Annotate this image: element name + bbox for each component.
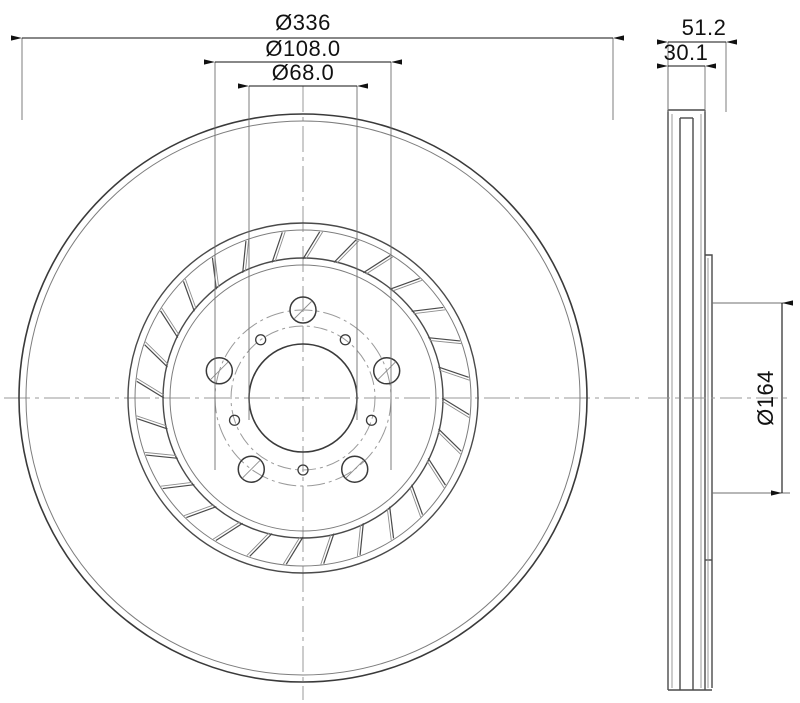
- cooling-vane: [144, 451, 177, 457]
- cooling-vane: [246, 532, 270, 556]
- vane-ring-outer-inner-circle: [134, 229, 472, 567]
- cooling-vane: [249, 533, 273, 557]
- cooling-vane: [211, 257, 217, 290]
- cooling-vane: [409, 486, 422, 518]
- front-view-centerlines: [4, 86, 640, 700]
- bolt-hole: [237, 455, 266, 483]
- cooling-vane: [160, 481, 193, 487]
- cooling-vane: [320, 534, 332, 565]
- cooling-vane: [215, 522, 244, 541]
- small-hole: [365, 414, 378, 426]
- cooling-vane: [365, 256, 394, 275]
- dimension-bolt-circle: Ø108.0: [204, 36, 402, 470]
- vane-ring-inner-inner-circle: [169, 264, 437, 532]
- cooling-vane: [136, 377, 165, 396]
- cooling-vane: [160, 310, 179, 339]
- bolt-hole: [372, 357, 401, 385]
- cooling-vane: [428, 337, 461, 342]
- small-holes-group: [228, 334, 378, 476]
- cooling-vane: [413, 309, 446, 315]
- cooling-vane: [389, 506, 395, 539]
- cooling-vane: [182, 281, 195, 312]
- disc-outer-edge: [18, 113, 588, 683]
- cooling-vanes-group: [136, 231, 470, 565]
- dimension-label-hat-depth: 30.1: [664, 40, 709, 65]
- disc-friction-face-edge: [25, 120, 581, 676]
- bolt-hole-section-mark: [345, 459, 365, 479]
- cooling-vane: [285, 536, 304, 565]
- cooling-vane: [145, 341, 169, 365]
- small-hole: [297, 464, 309, 476]
- cooling-vane: [359, 523, 364, 556]
- bolt-hole: [205, 357, 234, 385]
- dimension-label-bolt-circle: Ø108.0: [265, 36, 340, 61]
- cooling-vane: [145, 454, 178, 459]
- cooling-vane: [212, 521, 241, 540]
- cooling-vane: [441, 400, 470, 419]
- cooling-vane: [302, 231, 321, 260]
- side-hat-step-top: [705, 254, 713, 688]
- front-view: [18, 113, 588, 683]
- cooling-vane: [427, 457, 446, 486]
- cooling-vane: [136, 415, 167, 427]
- cooling-vane: [144, 344, 168, 368]
- cooling-vane: [391, 279, 423, 292]
- bolt-hole-section-mark: [377, 361, 397, 381]
- cooling-vane: [333, 239, 357, 263]
- dimension-label-hub-diameter: Ø164: [753, 370, 778, 426]
- side-section-view: [667, 109, 713, 691]
- bolt-hole: [289, 296, 317, 324]
- cooling-vane: [136, 380, 165, 399]
- cooling-vane: [356, 524, 362, 557]
- cooling-vane: [282, 536, 301, 565]
- cooling-vane: [137, 418, 168, 430]
- dimension-outer-diameter: Ø336: [11, 10, 624, 120]
- cooling-vane: [426, 460, 445, 489]
- bolt-hole-section-mark: [209, 361, 229, 381]
- cooling-vane: [411, 306, 444, 312]
- cooling-vane: [336, 240, 360, 264]
- cooling-vane: [441, 397, 470, 416]
- dimension-label-outer-diameter: Ø336: [275, 10, 331, 35]
- dimension-label-center-bore: Ø68.0: [272, 60, 334, 85]
- cooling-vane: [389, 277, 420, 290]
- cooling-vane: [184, 278, 197, 310]
- dimension-center-bore: Ø68.0: [238, 60, 368, 420]
- cooling-vane: [439, 369, 470, 381]
- small-hole: [255, 334, 267, 346]
- cooling-vane: [274, 231, 286, 262]
- cooling-vane: [244, 239, 250, 272]
- cooling-vane: [242, 240, 247, 273]
- cooling-vane: [162, 484, 195, 490]
- cooling-vane: [429, 339, 462, 345]
- dimension-hat-depth: 30.1: [657, 40, 716, 112]
- dimension-hub-diameter: Ø164: [712, 300, 793, 496]
- bolt-hole: [340, 455, 369, 483]
- small-hole: [228, 414, 241, 426]
- vane-ring-outer-circle: [127, 222, 479, 574]
- cooling-vane: [323, 533, 335, 564]
- small-hole-circle-guideline: [230, 325, 376, 471]
- bolt-holes-group: [205, 296, 401, 483]
- cooling-vane: [271, 232, 283, 263]
- cooling-vane: [438, 366, 469, 378]
- cooling-vane: [161, 307, 180, 336]
- small-hole: [339, 334, 351, 346]
- cooling-vane: [186, 506, 217, 519]
- bolt-hole-section-mark: [241, 459, 261, 479]
- cooling-vane: [386, 508, 392, 541]
- cooling-vane: [411, 484, 424, 515]
- bolt-hole-section-mark: [293, 300, 313, 320]
- dimension-label-overall-width: 51.2: [682, 15, 727, 40]
- cooling-vane: [438, 428, 462, 452]
- cooling-vane: [183, 504, 215, 517]
- side-view-thin-lines: [671, 114, 709, 688]
- dimension-overall-width: 51.2: [657, 15, 737, 112]
- cooling-vane: [362, 255, 391, 274]
- cooling-vane: [437, 431, 461, 455]
- cooling-vane: [305, 231, 324, 260]
